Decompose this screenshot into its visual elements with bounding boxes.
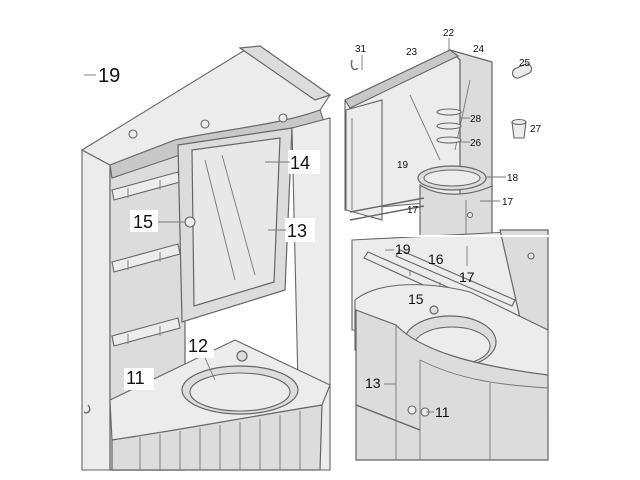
callout-12: 12 (188, 336, 208, 356)
top-right-exploded-view: 22 31 23 24 25 28 27 26 19 18 17 17 (344, 28, 542, 241)
shelves (111, 171, 181, 347)
tr-side-column (345, 99, 383, 221)
callout-15-left: 15 (133, 212, 153, 232)
tap-hole (236, 350, 248, 362)
callout-17-top-right-b: 17 (502, 197, 514, 208)
callout-18: 18 (507, 173, 519, 184)
tr-canopy (344, 49, 460, 109)
callout-27: 27 (530, 124, 542, 135)
br-shelf-rail-upper (395, 249, 516, 307)
callout-28: 28 (470, 114, 482, 125)
left-cabinet-view: 19 14 15 13 12 11 (80, 45, 332, 471)
br-knob-1 (407, 405, 417, 415)
canopy-light-1 (128, 129, 138, 139)
br-vanity-front (355, 309, 549, 461)
callout-23: 23 (406, 47, 418, 58)
callout-17-top-right-a: 17 (407, 205, 419, 216)
canopy-light-3 (278, 113, 288, 123)
callout-11-left: 11 (126, 368, 145, 388)
mirror-glass (191, 137, 281, 307)
basin-inner (189, 372, 291, 412)
callout-11-bottom-right: 11 (435, 404, 450, 420)
callout-22: 22 (443, 28, 455, 39)
br-tap-hole (429, 305, 439, 315)
callout-14: 14 (290, 153, 310, 173)
vanity-ribs (139, 411, 301, 470)
tr-vanity (419, 183, 493, 241)
callout-19-top-right: 19 (397, 160, 409, 171)
callout-15-bottom-right: 15 (408, 291, 424, 307)
vanity-front (111, 404, 323, 471)
callout-13-left: 13 (287, 221, 307, 241)
canopy-light-2 (200, 119, 210, 129)
tr-hook-part (350, 59, 359, 71)
left-side-column (81, 149, 111, 471)
left-fragment (83, 404, 91, 414)
callout-16: 16 (428, 251, 444, 267)
callout-19-bottom-right: 19 (395, 241, 411, 257)
callout-24: 24 (473, 44, 485, 55)
canopy-back (238, 45, 332, 101)
bottom-right-closeup-view: 19 16 17 15 13 11 (351, 229, 549, 461)
callout-17-bottom-right: 17 (459, 269, 475, 285)
callout-25: 25 (519, 58, 531, 69)
tr-light-bar (511, 63, 533, 79)
callout-19-left: 19 (98, 65, 120, 87)
mirror-reflection-2 (221, 154, 256, 276)
callout-26: 26 (470, 138, 482, 149)
mirror-reflection-1 (204, 159, 236, 281)
callout-13-bottom-right: 13 (365, 375, 381, 391)
callout-31: 31 (355, 44, 367, 55)
mirror-knob (184, 216, 196, 228)
